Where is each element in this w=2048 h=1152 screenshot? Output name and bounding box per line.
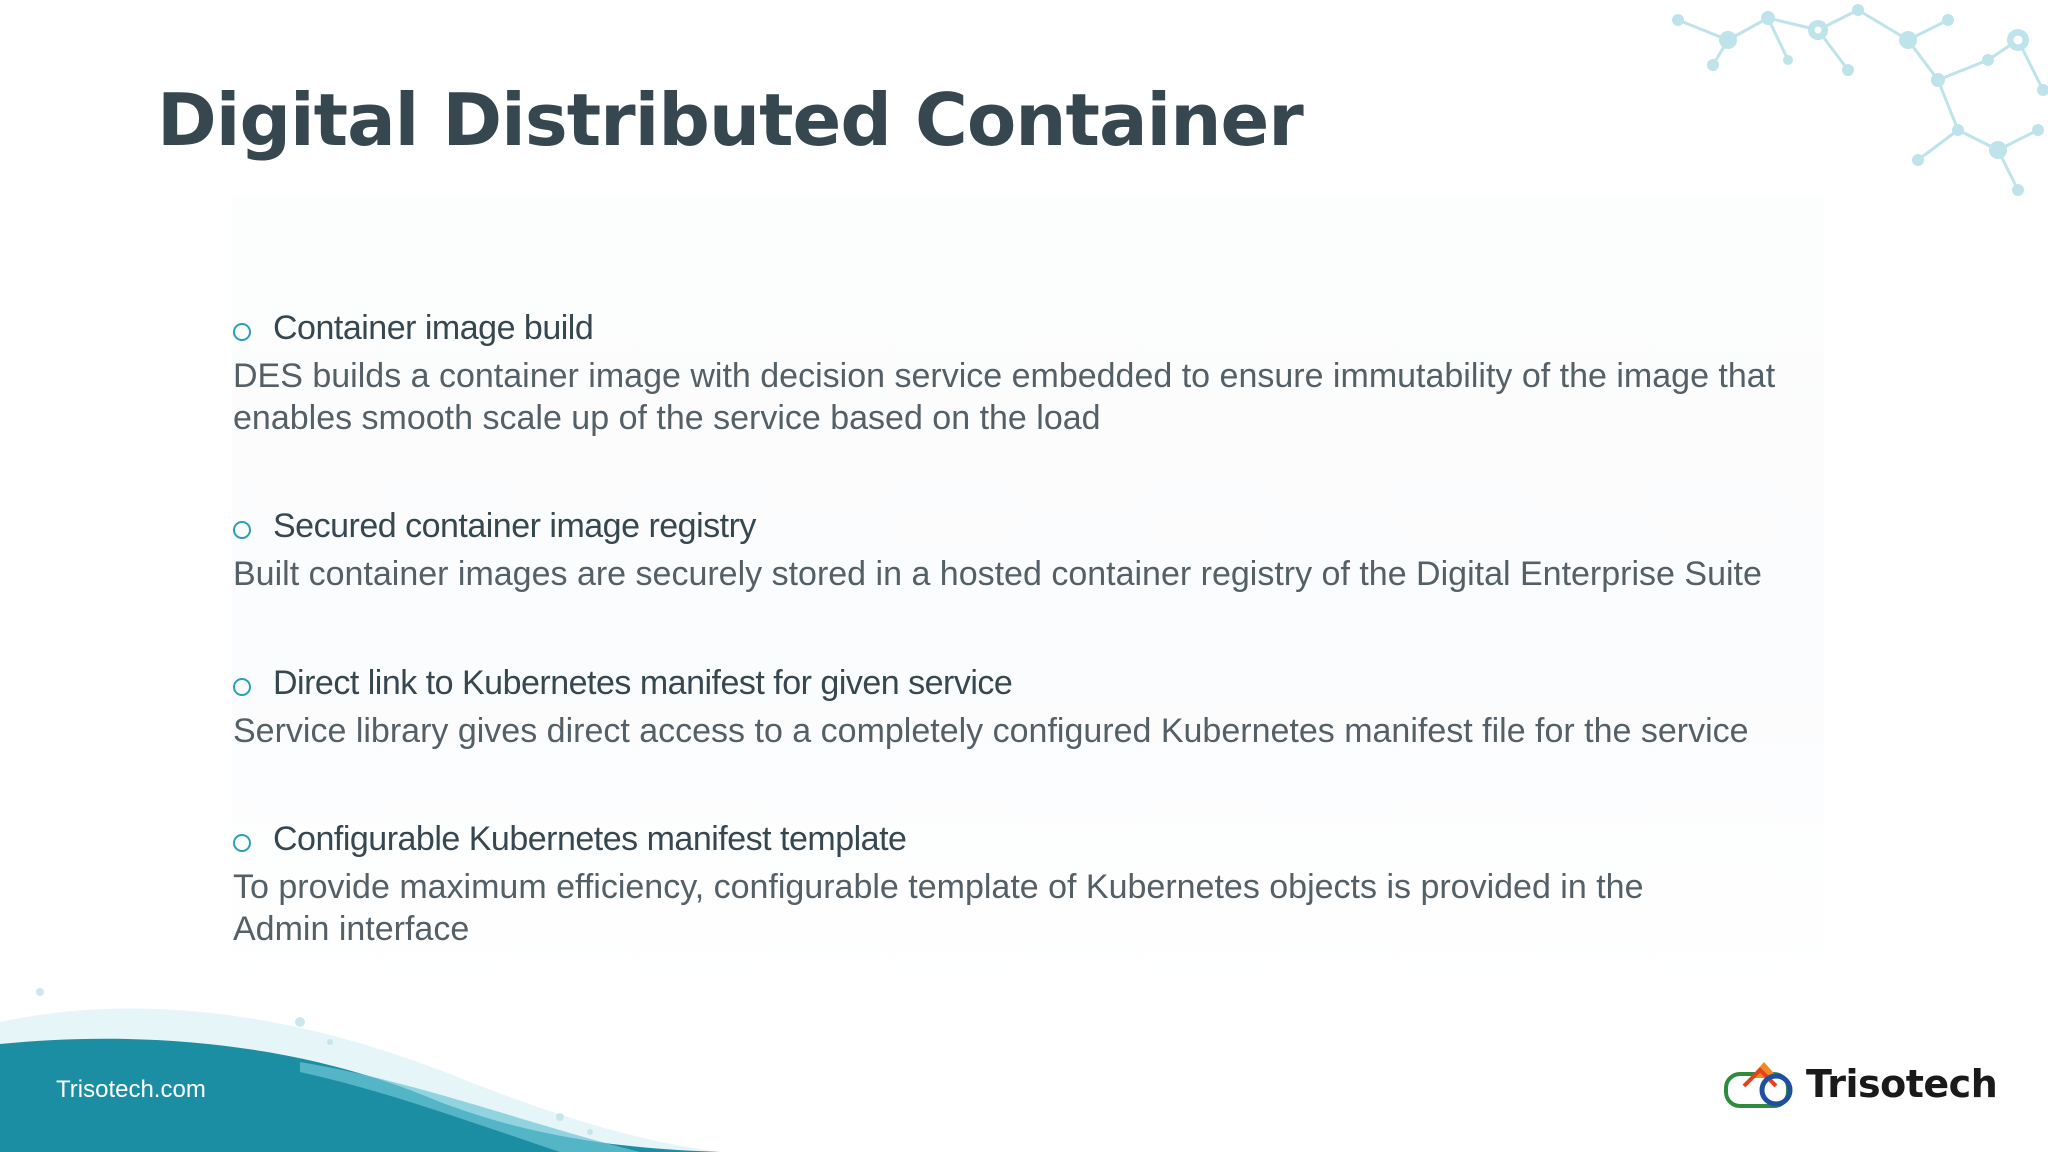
list-item: Direct link to Kubernetes manifest for g… [233, 659, 1833, 752]
bullet-circle-icon [233, 323, 251, 341]
trisotech-logo-icon [1724, 1062, 1793, 1108]
list-item: Secured container image registry Built c… [233, 502, 1833, 595]
slide-title: Digital Distributed Container [157, 78, 1304, 162]
item-description: Service library gives direct access to a… [233, 712, 1749, 750]
list-item: Container image build DES builds a conta… [233, 304, 1833, 439]
network-decoration [1672, 4, 2048, 196]
content-panel [232, 196, 1824, 996]
item-title: Configurable Kubernetes manifest templat… [273, 819, 907, 858]
item-title: Direct link to Kubernetes manifest for g… [273, 663, 1013, 702]
list-item: Configurable Kubernetes manifest templat… [233, 815, 1833, 950]
item-title: Secured container image registry [273, 506, 756, 545]
item-title: Container image build [273, 308, 594, 347]
logo-text: Trisotech [1806, 1062, 1998, 1106]
bullet-circle-icon [233, 521, 251, 539]
bullet-circle-icon [233, 678, 251, 696]
item-description: DES builds a container image with decisi… [233, 357, 1776, 437]
item-description: Built container images are securely stor… [233, 555, 1762, 593]
footer-website-link[interactable]: Trisotech.com [56, 1076, 206, 1103]
footer-wave-decoration [0, 988, 720, 1152]
bullet-circle-icon [233, 834, 251, 852]
trisotech-logo: Trisotech [1724, 1054, 1998, 1114]
item-description: To provide maximum efficiency, configura… [233, 868, 1644, 948]
